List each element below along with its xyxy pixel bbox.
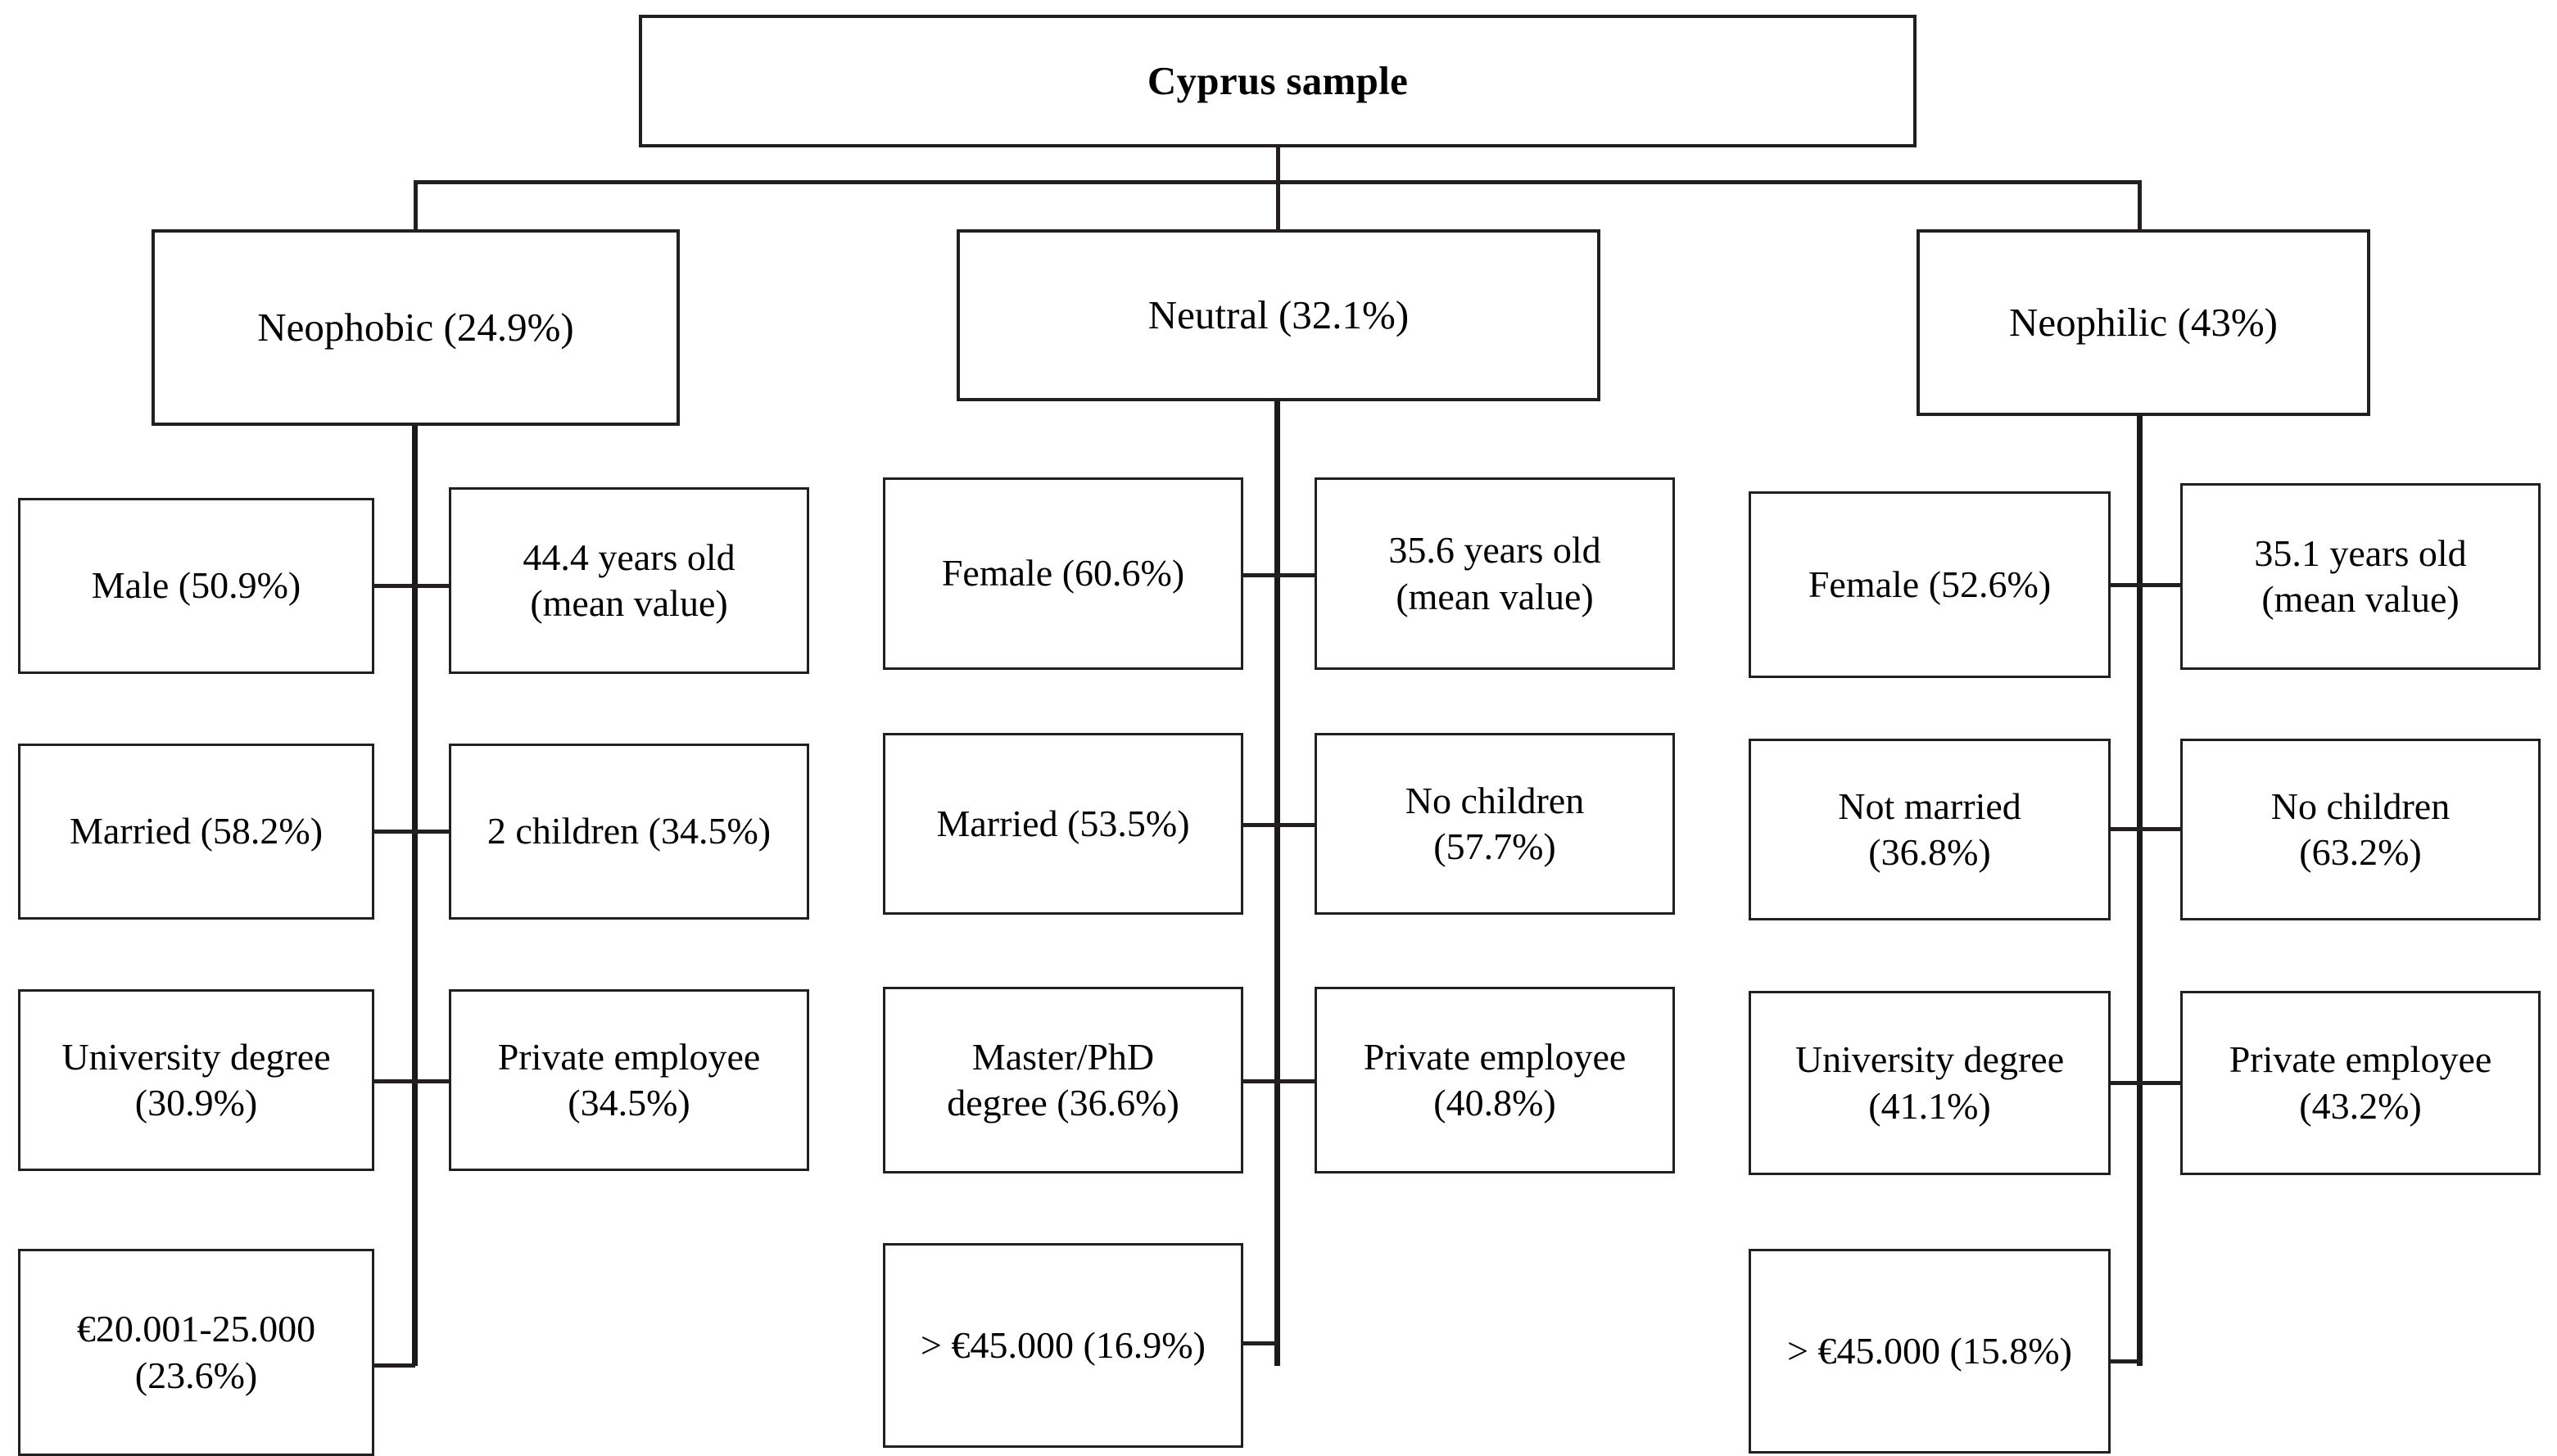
leaf-node-label: €20.001-25.000 (23.6%) — [76, 1308, 316, 1396]
leaf-node-neophobic-age: 44.4 years old (mean value) — [449, 487, 809, 674]
connector-stub-neophobic-r1-left — [373, 584, 415, 588]
leaf-node-neutral-occupation: Private employee (40.8%) — [1315, 987, 1675, 1173]
leaf-node-label: 35.1 years old (mean value) — [2254, 531, 2467, 620]
connector-stub-neophilic-r2-right — [2137, 827, 2183, 831]
connector-stub-neutral-r2-left — [1241, 823, 1278, 827]
leaf-node-neophilic-gender: Female (52.6%) — [1749, 491, 2111, 678]
leaf-node-label: Female (60.6%) — [941, 552, 1185, 595]
connector-stub-neutral-r4-left — [1241, 1341, 1278, 1345]
leaf-node-label: Married (58.2%) — [69, 810, 324, 852]
connector-riser-neophilic — [2138, 180, 2142, 231]
leaf-node-neophilic-education: University degree (41.1%) — [1749, 991, 2111, 1175]
leaf-node-label: Private employee (43.2%) — [2229, 1038, 2492, 1127]
leaf-node-neophobic-marital: Married (58.2%) — [18, 744, 374, 920]
branch-node-label: Neophilic (43%) — [2009, 300, 2278, 346]
leaf-node-neophilic-age: 35.1 years old (mean value) — [2180, 483, 2541, 670]
connector-stub-neophobic-r4-left — [373, 1363, 415, 1368]
leaf-node-label: 44.4 years old (mean value) — [523, 536, 735, 624]
leaf-node-label: Not married (36.8%) — [1838, 785, 2021, 873]
leaf-node-label: University degree (41.1%) — [1794, 1038, 2065, 1127]
connector-root-drop — [1276, 147, 1280, 231]
connector-stub-neophobic-r3-right — [412, 1079, 451, 1083]
leaf-node-neophilic-children: No children (63.2%) — [2180, 739, 2541, 920]
connector-spine-neophilic — [2137, 414, 2143, 1366]
leaf-node-label: > €45.000 (16.9%) — [921, 1323, 1206, 1366]
root-node-label: Cyprus sample — [1147, 58, 1409, 104]
connector-stub-neophilic-r3-right — [2137, 1081, 2183, 1085]
leaf-node-neophobic-children: 2 children (34.5%) — [449, 744, 809, 920]
connector-stub-neophobic-r2-left — [373, 830, 415, 834]
connector-stub-neutral-r3-right — [1274, 1079, 1317, 1083]
leaf-node-neutral-gender: Female (60.6%) — [883, 477, 1243, 670]
leaf-node-label: No children (57.7%) — [1405, 779, 1585, 867]
leaf-node-neutral-income: > €45.000 (16.9%) — [883, 1243, 1243, 1448]
connector-stub-neutral-r1-right — [1274, 573, 1317, 577]
leaf-node-label: University degree (30.9%) — [61, 1035, 331, 1124]
leaf-node-label: Female (52.6%) — [1808, 563, 2052, 605]
leaf-node-label: 2 children (34.5%) — [487, 810, 772, 852]
branch-node-neutral: Neutral (32.1%) — [957, 229, 1600, 401]
branch-node-neophilic: Neophilic (43%) — [1917, 229, 2370, 416]
leaf-node-label: Private employee (40.8%) — [1363, 1035, 1627, 1124]
leaf-node-neophobic-education: University degree (30.9%) — [18, 989, 374, 1171]
leaf-node-label: > €45.000 (15.8%) — [1787, 1329, 2072, 1372]
leaf-node-neutral-education: Master/PhD degree (36.6%) — [883, 987, 1243, 1173]
connector-stub-neutral-r3-left — [1241, 1079, 1278, 1083]
connector-stub-neophobic-r3-left — [373, 1079, 415, 1083]
branch-node-neophobic: Neophobic (24.9%) — [152, 229, 680, 426]
connector-stub-neutral-r2-right — [1274, 823, 1317, 827]
connector-stub-neophilic-r1-right — [2137, 583, 2183, 587]
connector-stub-neophilic-r1-left — [2108, 583, 2143, 587]
leaf-node-neophobic-occupation: Private employee (34.5%) — [449, 989, 809, 1171]
leaf-node-neophobic-gender: Male (50.9%) — [18, 498, 374, 674]
leaf-node-neutral-marital: Married (53.5%) — [883, 733, 1243, 915]
leaf-node-neophilic-marital: Not married (36.8%) — [1749, 739, 2111, 920]
connector-riser-neophobic — [414, 180, 418, 231]
leaf-node-neophilic-occupation: Private employee (43.2%) — [2180, 991, 2541, 1175]
connector-spine-neophobic — [412, 424, 418, 1366]
root-node-cyprus-sample: Cyprus sample — [639, 15, 1917, 147]
connector-stub-neophobic-r2-right — [412, 830, 451, 834]
leaf-node-neophobic-income: €20.001-25.000 (23.6%) — [18, 1249, 374, 1456]
leaf-node-label: No children (63.2%) — [2270, 785, 2451, 873]
leaf-node-label: Married (53.5%) — [936, 802, 1190, 844]
leaf-node-label: Male (50.9%) — [91, 564, 301, 607]
connector-stub-neophilic-r3-left — [2108, 1081, 2143, 1085]
connector-stub-neutral-r1-left — [1241, 573, 1278, 577]
leaf-node-neutral-children: No children (57.7%) — [1315, 733, 1675, 915]
connector-root-bus — [414, 180, 2142, 184]
branch-node-label: Neophobic (24.9%) — [257, 305, 574, 350]
connector-stub-neophilic-r2-left — [2108, 827, 2143, 831]
leaf-node-neophilic-income: > €45.000 (15.8%) — [1749, 1249, 2111, 1454]
leaf-node-label: Master/PhD degree (36.6%) — [947, 1035, 1179, 1124]
leaf-node-label: Private employee (34.5%) — [497, 1035, 761, 1124]
connector-stub-neophilic-r4-left — [2108, 1359, 2143, 1363]
leaf-node-label: 35.6 years old (mean value) — [1388, 529, 1601, 617]
connector-stub-neophobic-r1-right — [412, 584, 451, 588]
branch-node-label: Neutral (32.1%) — [1147, 292, 1410, 338]
leaf-node-neutral-age: 35.6 years old (mean value) — [1315, 477, 1675, 670]
connector-spine-neutral — [1274, 400, 1280, 1366]
